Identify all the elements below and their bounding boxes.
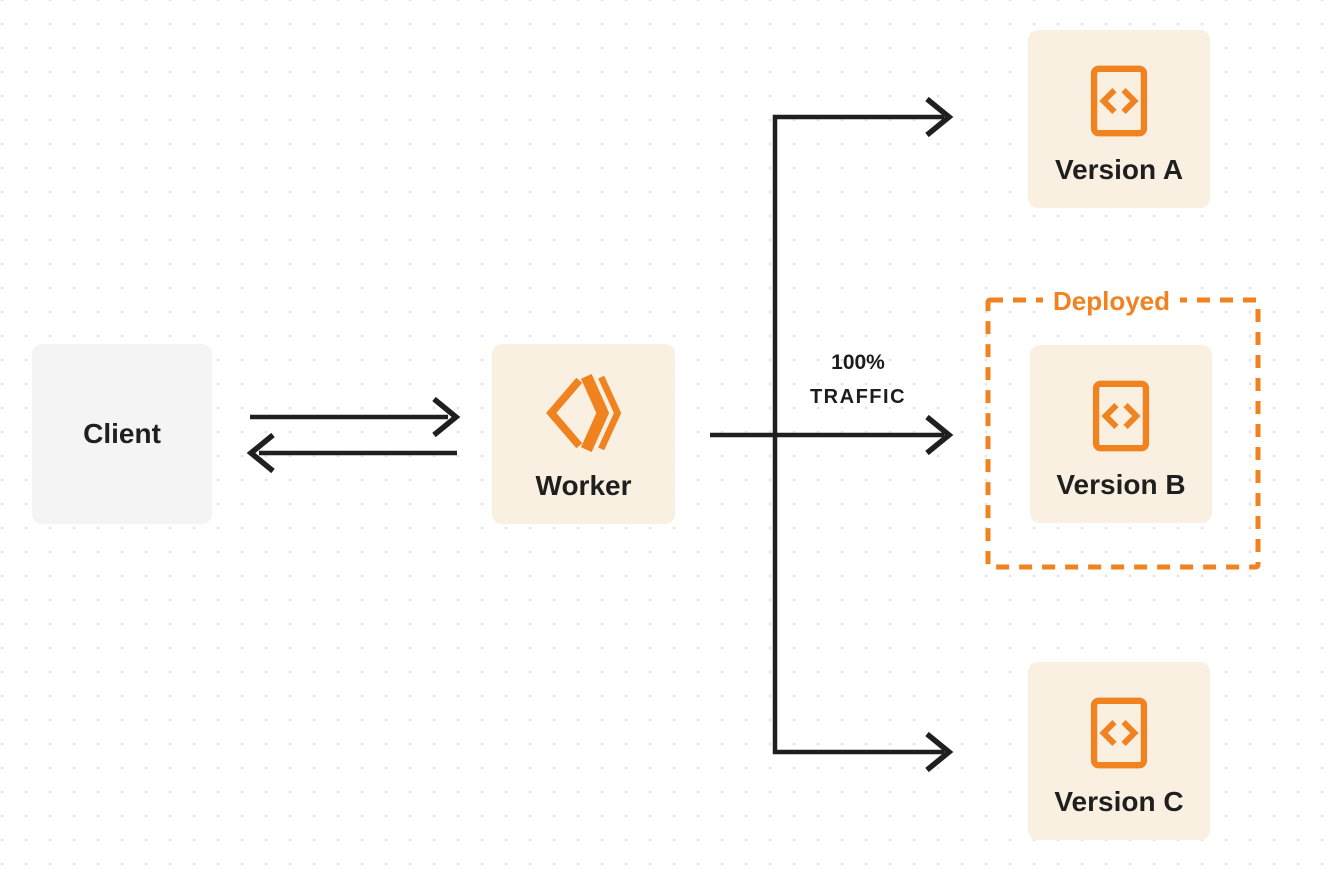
node-version-c: Version C <box>1028 662 1210 840</box>
code-file-icon <box>1092 379 1150 453</box>
arrow-client-to-worker <box>250 396 461 438</box>
traffic-word-label: TRAFFIC <box>809 386 907 408</box>
traffic-annotation: 100% TRAFFIC <box>780 346 936 414</box>
traffic-percent-label: 100% <box>831 351 885 374</box>
deployed-label: Deployed <box>1043 286 1181 316</box>
code-file-icon <box>1090 696 1148 770</box>
version-b-label: Version B <box>1056 469 1186 500</box>
arrow-to-version-c <box>925 731 954 773</box>
arrow-worker-to-version-b <box>710 414 954 456</box>
code-file-icon <box>1090 64 1148 138</box>
node-version-a: Version A <box>1028 30 1210 208</box>
arrow-worker-to-client <box>246 432 457 474</box>
node-worker: Worker <box>492 344 675 524</box>
version-c-label: Version C <box>1054 786 1184 817</box>
node-client: Client <box>32 344 212 524</box>
worker-label: Worker <box>535 470 632 501</box>
version-a-label: Version A <box>1054 154 1184 185</box>
node-version-b: Version B <box>1030 345 1212 523</box>
deployed-dashed-border <box>985 297 1261 570</box>
client-label: Client <box>83 418 161 449</box>
branch-line <box>772 114 944 755</box>
cloudflare-workers-icon <box>544 374 624 452</box>
arrow-to-version-a <box>925 96 954 138</box>
